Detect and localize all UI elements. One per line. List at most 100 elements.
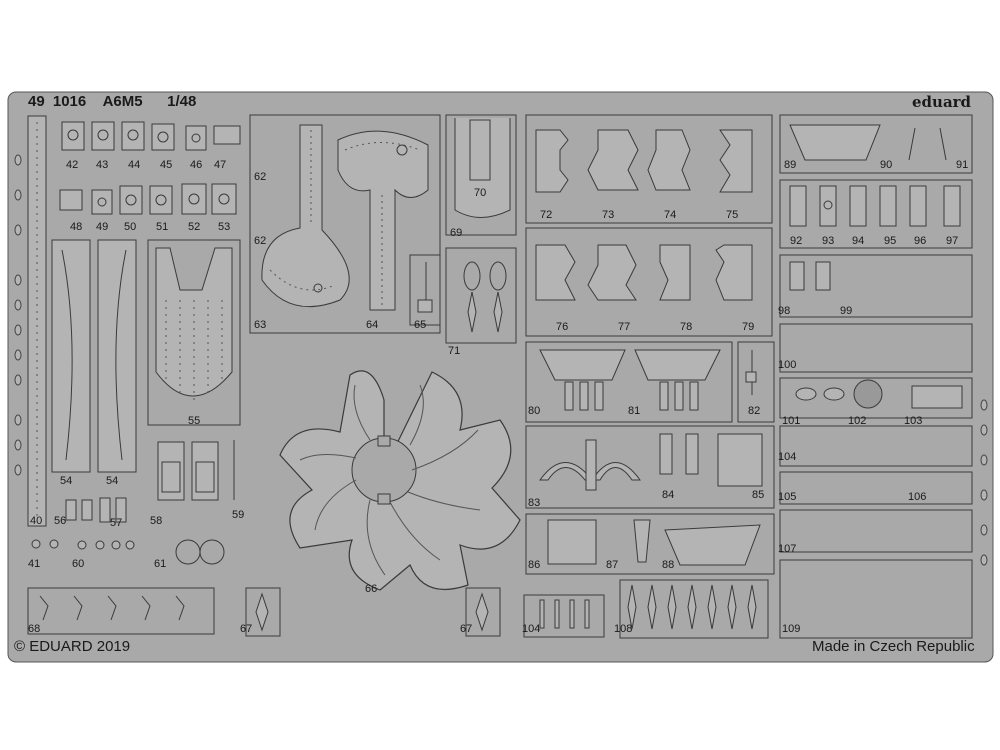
parts-54: [51, 239, 137, 473]
part-label: 81: [628, 405, 640, 417]
part-label: 103: [904, 415, 922, 427]
part-label: 48: [70, 221, 82, 233]
part-label: 62: [254, 171, 266, 183]
part-labels: 40 41 42 43 44 45 46 47 48 49 50 51 52 5…: [28, 159, 968, 635]
part-label: 47: [214, 159, 226, 171]
decorative-drops-left: [14, 154, 22, 476]
set-title: 49 1016 A6M5 1/48: [28, 93, 196, 110]
part-label: 93: [822, 235, 834, 247]
part-label: 69: [450, 227, 462, 239]
part-label: 77: [618, 321, 630, 333]
part-label: 53: [218, 221, 230, 233]
part-65: [409, 254, 441, 326]
part-label: 109: [782, 623, 800, 635]
part-label: 104: [778, 451, 796, 463]
part-label: 66: [365, 583, 377, 595]
parts-67: [245, 587, 501, 637]
part-label: 101: [782, 415, 800, 427]
part-label: 57: [110, 517, 122, 529]
parts-83-85: [525, 425, 775, 509]
origin-text: Made in Czech Republic: [812, 638, 975, 655]
part-label: 54: [60, 475, 72, 487]
part-label: 67: [240, 623, 252, 635]
part-label: 41: [28, 558, 40, 570]
part-label: 78: [680, 321, 692, 333]
part-label: 65: [414, 319, 426, 331]
part-label: 62: [254, 235, 266, 247]
part-label: 52: [188, 221, 200, 233]
part-label: 95: [884, 235, 896, 247]
part-label: 94: [852, 235, 864, 247]
parts-48-53: [59, 183, 237, 215]
part-label: 55: [188, 415, 200, 427]
copyright-text: © EDUARD 2019: [14, 638, 131, 655]
part-label: 74: [664, 209, 676, 221]
part-label: 59: [232, 509, 244, 521]
part-68: [27, 587, 215, 635]
parts-56-57: [65, 497, 127, 523]
part-40: [27, 115, 47, 527]
decorative-drops-right: [980, 399, 988, 566]
model-name: A6M5: [102, 93, 143, 110]
part-label: 92: [790, 235, 802, 247]
part-label: 79: [742, 321, 754, 333]
part-label: 91: [956, 159, 968, 171]
part-label: 60: [72, 558, 84, 570]
part-label: 76: [556, 321, 568, 333]
parts-42-47: [61, 121, 241, 151]
part-66-cooling-flaps: [279, 370, 521, 591]
part-label: 85: [752, 489, 764, 501]
part-label: 89: [784, 159, 796, 171]
part-label: 96: [914, 235, 926, 247]
part-label: 86: [528, 559, 540, 571]
parts-72-79: [525, 114, 773, 337]
part-label: 90: [880, 159, 892, 171]
part-label: 63: [254, 319, 266, 331]
part-label: 71: [448, 345, 460, 357]
part-label: 80: [528, 405, 540, 417]
part-label: 51: [156, 221, 168, 233]
part-label: 82: [748, 405, 760, 417]
part-label: 54: [106, 475, 118, 487]
scale-label: 1/48: [167, 93, 197, 110]
parts-69-71: [445, 114, 517, 344]
part-label: 56: [54, 515, 66, 527]
part-label: 58: [150, 515, 162, 527]
part-label: 97: [946, 235, 958, 247]
part-label: 43: [96, 159, 108, 171]
part-label: 104: [522, 623, 540, 635]
part-label: 98: [778, 305, 790, 317]
part-label: 49: [96, 221, 108, 233]
part-label: 83: [528, 497, 540, 509]
part-label: 105: [778, 491, 796, 503]
parts-58-59: [157, 440, 235, 501]
part-label: 88: [662, 559, 674, 571]
part-label: 61: [154, 558, 166, 570]
parts-89-109: [779, 114, 973, 639]
parts-86-88: [525, 513, 775, 575]
part-label: 50: [124, 221, 136, 233]
part-label: 68: [28, 623, 40, 635]
part-label: 108: [614, 623, 632, 635]
part-label: 75: [726, 209, 738, 221]
set-number: 49 1016: [28, 93, 87, 110]
part-label: 87: [606, 559, 618, 571]
part-label: 72: [540, 209, 552, 221]
part-label: 40: [30, 515, 42, 527]
part-label: 99: [840, 305, 852, 317]
parts-80-82: [525, 341, 775, 423]
part-label: 106: [908, 491, 926, 503]
part-label: 46: [190, 159, 202, 171]
part-label: 44: [128, 159, 140, 171]
part-label: 70: [474, 187, 486, 199]
part-label: 73: [602, 209, 614, 221]
part-label: 64: [366, 319, 378, 331]
parts-41-60-61: [31, 539, 225, 565]
part-label: 42: [66, 159, 78, 171]
part-label: 107: [778, 543, 796, 555]
parts-104-108: [523, 579, 769, 639]
part-55: [147, 239, 241, 426]
part-label: 100: [778, 359, 796, 371]
part-label: 102: [848, 415, 866, 427]
